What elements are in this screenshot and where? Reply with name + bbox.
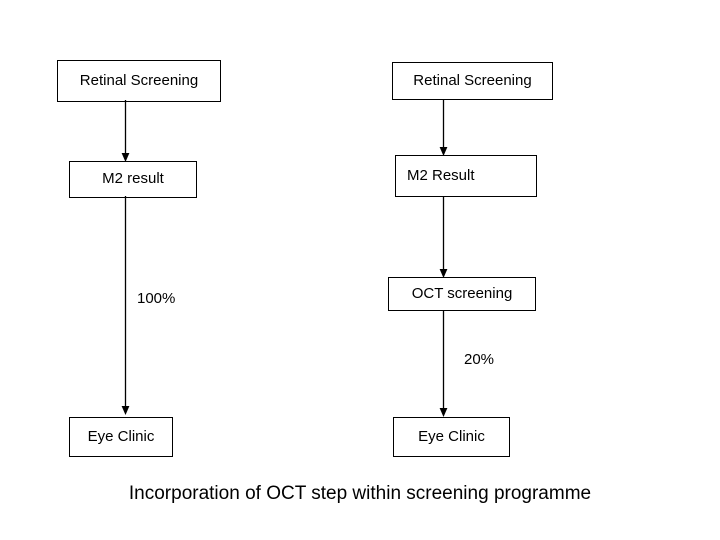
arrowhead-icon xyxy=(121,406,130,415)
node-label: M2 result xyxy=(102,170,164,188)
node-label: OCT screening xyxy=(411,284,513,302)
edge-left-retinal-to-m2 xyxy=(118,100,134,164)
node-right-eye-clinic[interactable]: Eye Clinic xyxy=(393,417,510,457)
arrowhead-icon xyxy=(439,269,448,278)
node-label: Eye Clinic xyxy=(87,427,155,445)
node-right-retinal-screening[interactable]: Retinal Screening xyxy=(392,62,553,100)
node-label: Retinal Screening xyxy=(413,71,532,89)
diagram-caption: Incorporation of OCT step within screeni… xyxy=(0,483,720,505)
edge-label-20-percent: 20% xyxy=(464,352,494,367)
edge-right-retinal-to-m2 xyxy=(436,99,452,158)
node-label: Retinal Screening xyxy=(79,71,199,89)
node-left-retinal-screening[interactable]: Retinal Screening xyxy=(57,60,221,102)
edge-label-text: 20% xyxy=(464,351,495,368)
arrowhead-icon xyxy=(439,147,448,156)
edge-left-m2-to-eye-clinic xyxy=(118,196,134,418)
edge-label-100-percent: 100% xyxy=(137,291,175,306)
edge-label-text: 100% xyxy=(137,290,176,307)
node-left-eye-clinic[interactable]: Eye Clinic xyxy=(69,417,173,457)
node-label: M2 Result xyxy=(407,166,475,184)
arrowhead-icon xyxy=(439,408,448,417)
caption-text: Incorporation of OCT step within screeni… xyxy=(128,483,592,504)
node-label: Eye Clinic xyxy=(418,427,485,445)
node-left-m2-result[interactable]: M2 result xyxy=(69,161,197,198)
node-right-oct-screening[interactable]: OCT screening xyxy=(388,277,536,311)
edge-right-oct-to-eye-clinic xyxy=(436,310,452,419)
edge-right-m2-to-oct xyxy=(436,196,452,280)
arrowhead-icon xyxy=(121,153,130,162)
node-right-m2-result[interactable]: M2 Result xyxy=(395,155,537,197)
